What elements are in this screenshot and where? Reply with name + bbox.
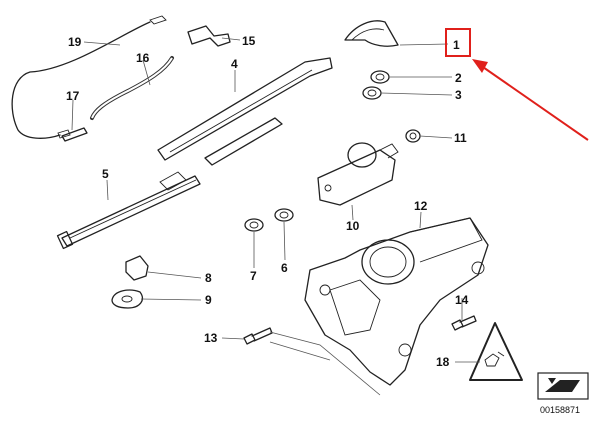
callout-2: 2 — [455, 71, 462, 85]
part-11-washer — [405, 129, 421, 143]
callout-3: 3 — [455, 88, 462, 102]
catalog-symbol-icon — [537, 372, 589, 400]
callout-6: 6 — [281, 261, 288, 275]
part-10-wiper-motor — [317, 149, 396, 206]
catalog-number: 00158871 — [540, 405, 580, 415]
callout-17: 17 — [66, 89, 80, 103]
callout-9: 9 — [205, 293, 212, 307]
callout-7: 7 — [250, 269, 257, 283]
part-14-bolt — [451, 315, 477, 331]
part-4-blade-insert — [204, 117, 283, 166]
part-13-bolt — [243, 327, 273, 345]
highlight-arrow-head — [472, 59, 488, 73]
part-19-cable — [11, 21, 151, 139]
callout-15: 15 — [242, 34, 256, 48]
part-19-end — [57, 129, 71, 139]
callout-8: 8 — [205, 271, 212, 285]
part-3-washer — [362, 86, 382, 100]
callout-18: 18 — [436, 355, 450, 369]
callout-16: 16 — [136, 51, 150, 65]
part-4-wiper-arm — [157, 57, 333, 161]
part-8-bracket — [125, 255, 149, 281]
callout-13: 13 — [204, 331, 218, 345]
part-18-warning-label — [469, 322, 523, 381]
part-19-connector — [149, 15, 167, 25]
highlight-arrow-line — [479, 64, 589, 141]
part-9-gasket — [111, 289, 143, 309]
callout-5: 5 — [102, 167, 109, 181]
part-12-wiper-motor-assembly — [304, 217, 489, 386]
part-1-cap — [344, 20, 399, 47]
part-17-nozzle — [61, 127, 88, 142]
part-2-washer — [370, 70, 390, 84]
part-6-grommet — [274, 208, 294, 222]
callout-10: 10 — [346, 219, 360, 233]
callout-1: 1 — [453, 38, 460, 52]
callout-11: 11 — [454, 131, 467, 145]
callout-12: 12 — [414, 199, 428, 213]
callout-14: 14 — [455, 293, 469, 307]
callout-19: 19 — [68, 35, 82, 49]
part-15-clip — [187, 25, 231, 47]
callout-4: 4 — [231, 57, 238, 71]
part-5-wiper-blade — [61, 175, 201, 247]
highlight-box — [445, 28, 471, 57]
part-7-grommet — [244, 218, 264, 232]
